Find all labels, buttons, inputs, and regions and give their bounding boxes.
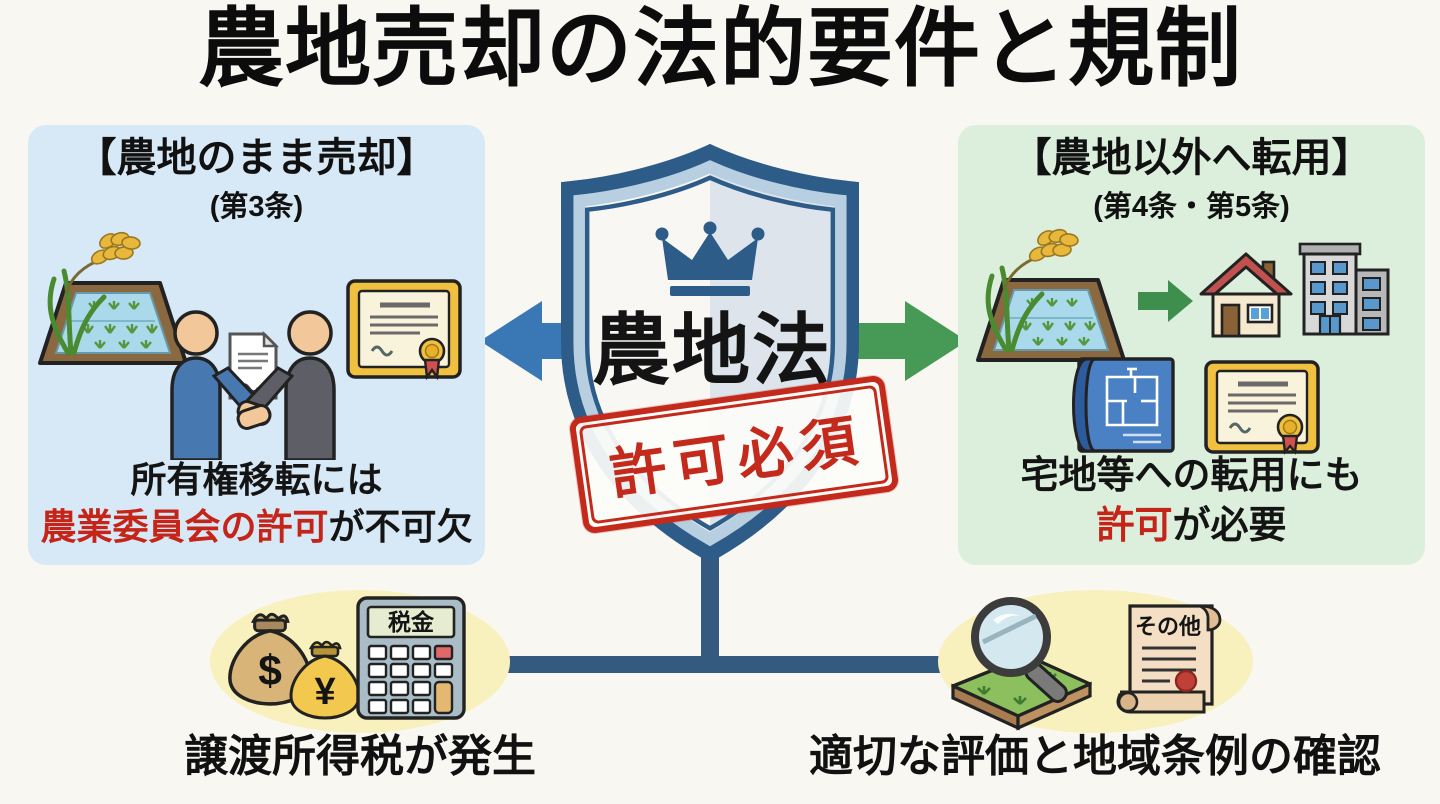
calculator-display-label: 税金 xyxy=(388,609,435,635)
right-note-line1: 宅地等への転用にも xyxy=(1020,455,1363,498)
yen-sign: ¥ xyxy=(314,671,335,713)
right-note-highlight: 許可 xyxy=(1096,504,1173,547)
rice-paddy-icon xyxy=(38,231,188,365)
dollar-sign: $ xyxy=(258,648,282,695)
tax-illustration: $ ¥ 税金 xyxy=(228,596,466,720)
scroll-icon: その他 xyxy=(1116,604,1222,714)
conversion-arrow-icon xyxy=(1138,280,1193,322)
yen-money-bag-icon: ¥ xyxy=(289,640,361,720)
building-icon xyxy=(1298,242,1390,336)
arrow-left-icon xyxy=(480,301,592,381)
dollar-money-bag-icon: $ xyxy=(228,612,312,706)
house-icon xyxy=(1199,252,1293,338)
left-note-highlight: 農業委員会の許可 xyxy=(40,506,329,548)
handshake-icon xyxy=(170,310,336,460)
rice-paddy-icon xyxy=(976,228,1126,362)
right-panel-note: 宅地等への転用にも 許可が必要 xyxy=(958,452,1425,551)
check-illustration: その他 xyxy=(951,597,1222,731)
calculator-icon: 税金 xyxy=(356,596,466,720)
left-panel-heading: 【農地のまま売却】 xyxy=(76,136,437,180)
tax-ellipse: $ ¥ 税金 xyxy=(210,590,510,733)
check-ellipse: その他 xyxy=(938,590,1253,733)
check-caption: 適切な評価と地域条例の確認 xyxy=(809,732,1381,781)
left-note-line2: 農業委員会の許可が不可欠 xyxy=(28,504,485,551)
left-panel-article: (第3条) xyxy=(209,191,304,223)
arrow-right-icon xyxy=(850,301,967,381)
right-note-rest: が必要 xyxy=(1172,504,1287,547)
panel-sell-as-farmland: 【農地のまま売却】 (第3条) xyxy=(28,125,485,565)
shield-law-label: 農地法 xyxy=(591,306,832,394)
certificate-icon xyxy=(346,279,462,381)
tax-caption: 譲渡所得税が発生 xyxy=(184,732,536,781)
left-note-rest: が不可欠 xyxy=(328,506,473,548)
blueprint-icon xyxy=(1072,357,1175,453)
right-panel-illustration xyxy=(976,228,1390,455)
magnifier-icon xyxy=(971,597,1068,703)
panel-convert-to-other-use: 【農地以外へ転用】 (第4条・第5条) xyxy=(958,125,1425,565)
connector-line-vertical xyxy=(701,540,719,665)
left-panel-note: 所有権移転には 農業委員会の許可が不可欠 xyxy=(28,457,485,551)
connector-line-horizontal xyxy=(480,656,958,673)
certificate-icon xyxy=(1204,360,1320,455)
left-panel-illustration xyxy=(38,231,462,460)
right-panel-article: (第4条・第5条) xyxy=(1093,191,1290,223)
scroll-title-label: その他 xyxy=(1135,614,1201,639)
right-note-line2: 許可が必要 xyxy=(958,502,1425,551)
right-panel-heading: 【農地以外へ転用】 xyxy=(1011,136,1372,180)
crown-icon xyxy=(655,221,765,296)
page-title: 農地売却の法的要件と規制 xyxy=(198,1,1242,97)
left-note-line1: 所有権移転には xyxy=(130,459,383,501)
